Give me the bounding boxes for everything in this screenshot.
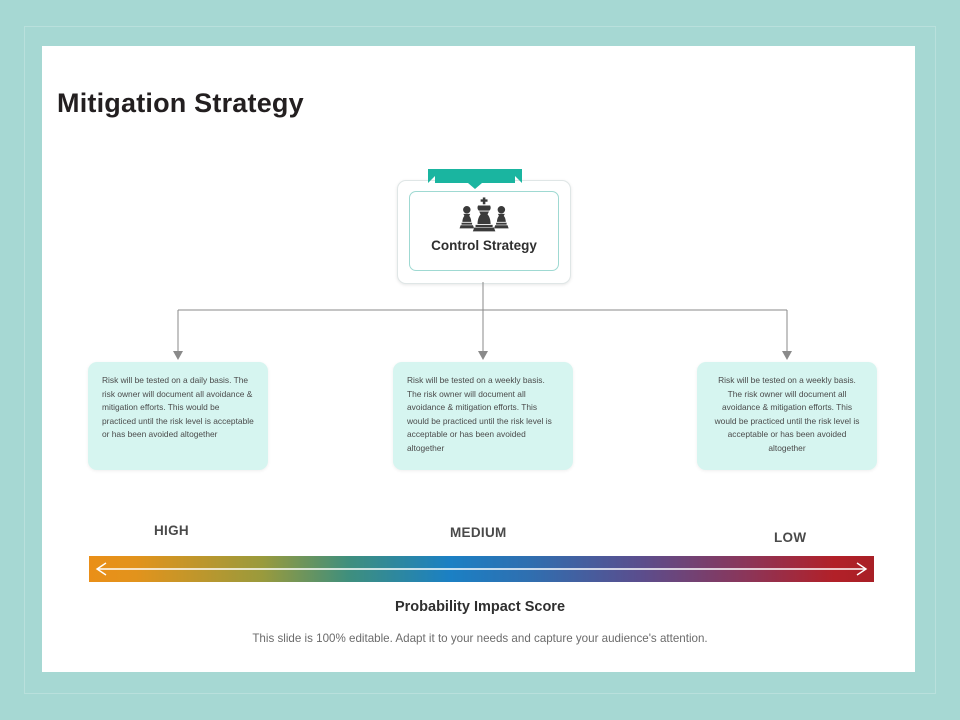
scale-label-high: HIGH: [154, 523, 189, 538]
probability-impact-score-title: Probability Impact Score: [394, 599, 566, 615]
control-strategy-label: Control Strategy: [431, 238, 537, 253]
control-strategy-node[interactable]: Control Strategy: [397, 180, 571, 284]
scale-label-medium: MEDIUM: [450, 525, 507, 540]
page-title: Mitigation Strategy: [57, 88, 304, 118]
editable-note: This slide is 100% editable. Adapt it to…: [252, 632, 708, 645]
scale-label-low: LOW: [774, 530, 807, 545]
mitigation-card[interactable]: Risk will be tested on a weekly basis. T…: [697, 362, 877, 470]
control-strategy-node-inner: Control Strategy: [409, 191, 559, 271]
double-arrow-icon: [95, 562, 868, 576]
chess-pieces-icon: [459, 197, 509, 232]
mitigation-card[interactable]: Risk will be tested on a weekly basis. T…: [393, 362, 573, 470]
mitigation-card[interactable]: Risk will be tested on a daily basis. Th…: [88, 362, 268, 470]
ribbon-banner-icon: [428, 169, 522, 189]
